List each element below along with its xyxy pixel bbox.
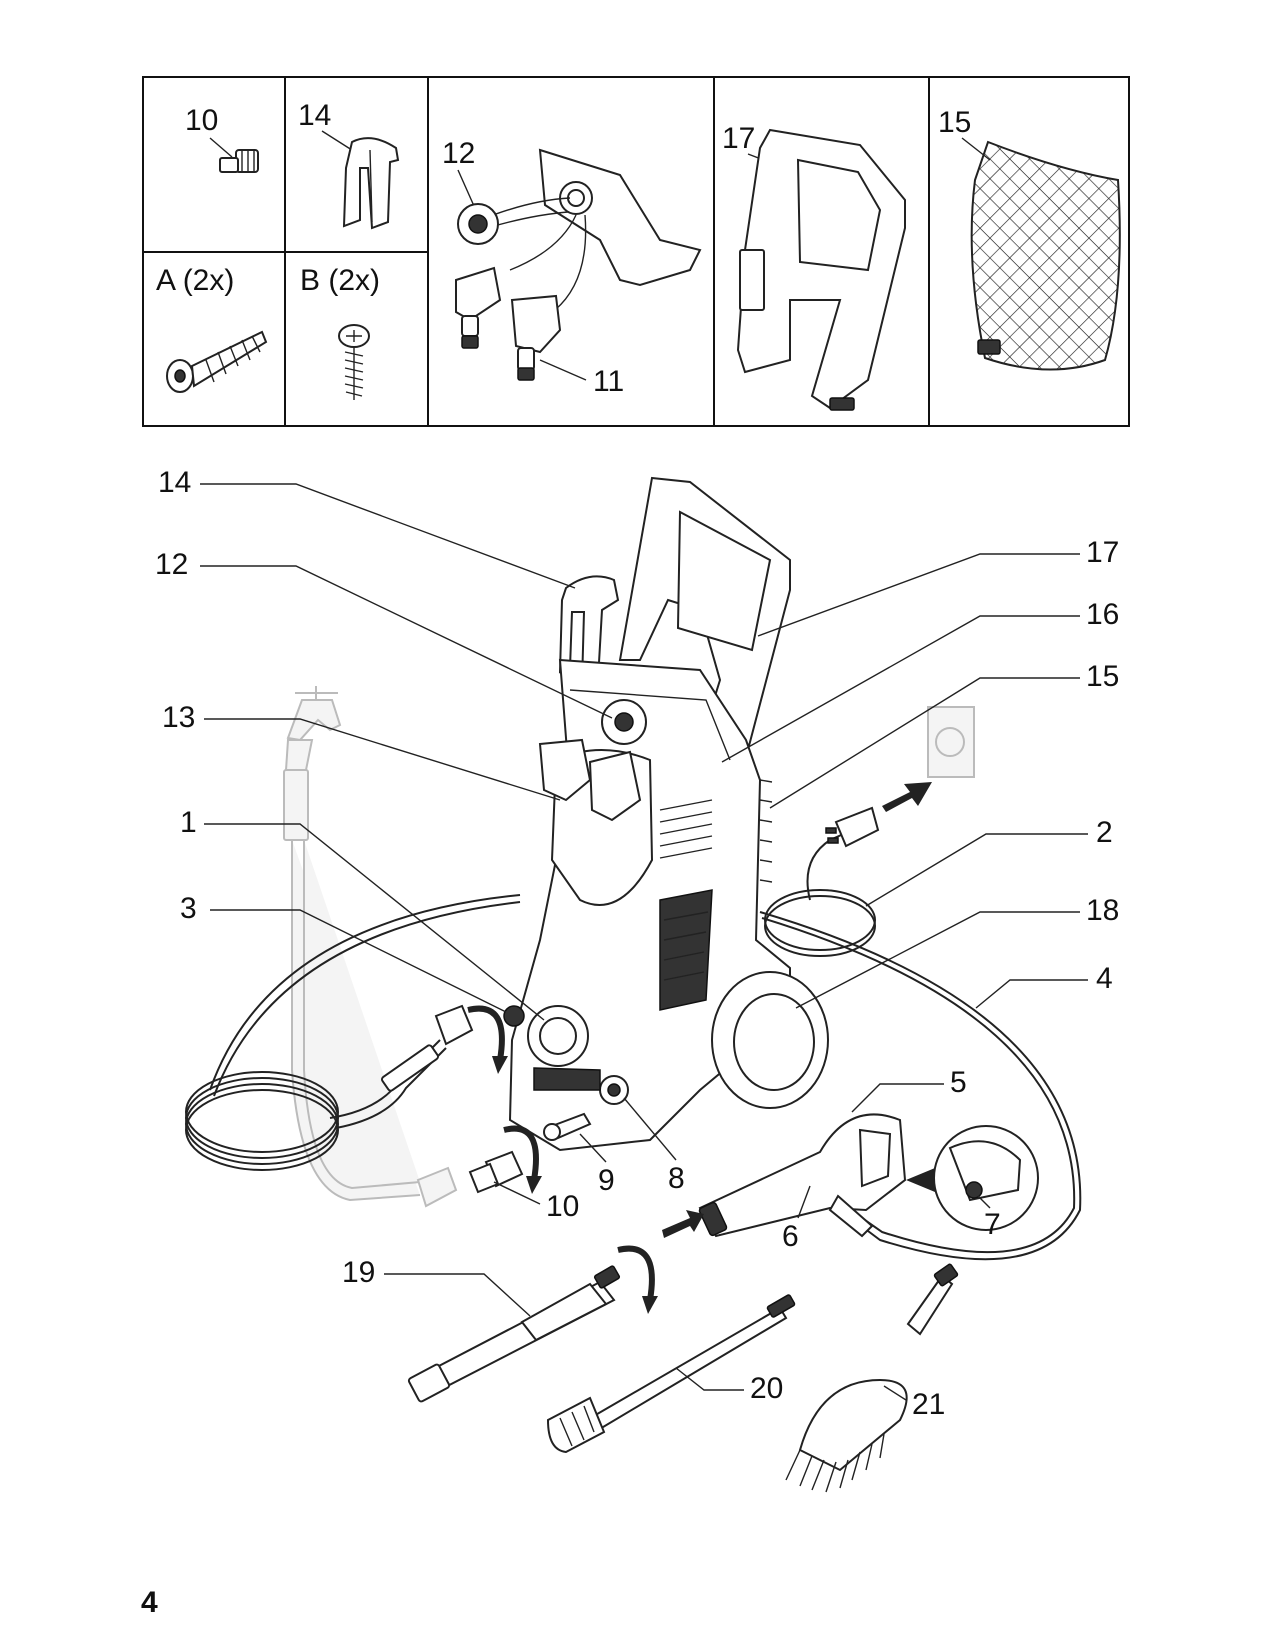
callout-7: 7 bbox=[984, 1208, 1001, 1241]
spray-lance-icon bbox=[407, 1265, 621, 1403]
box-label-A: A (2x) bbox=[156, 264, 234, 297]
callout-10: 10 bbox=[546, 1190, 579, 1223]
main-illustration bbox=[185, 476, 1082, 1493]
plug-in-arrow-icon bbox=[882, 782, 932, 812]
callout-2: 2 bbox=[1096, 816, 1113, 849]
callout-4: 4 bbox=[1096, 962, 1113, 995]
adapter-assembled-icon bbox=[468, 1150, 524, 1194]
callout-6: 6 bbox=[782, 1220, 799, 1253]
callouts: 14 12 13 1 3 17 16 15 2 18 4 5 7 6 9 8 1… bbox=[155, 466, 1119, 1421]
insert-arrow-icon bbox=[662, 1210, 704, 1238]
box-label-12: 12 bbox=[442, 137, 475, 170]
callout-9: 9 bbox=[598, 1164, 615, 1197]
adapter-part-icon bbox=[219, 149, 259, 173]
box-label-17: 17 bbox=[722, 122, 755, 155]
callout-14: 14 bbox=[158, 466, 191, 499]
box-label-10: 10 bbox=[185, 104, 218, 137]
callout-15: 15 bbox=[1086, 660, 1119, 693]
high-pressure-hose bbox=[185, 894, 1082, 1261]
net-bag-clip bbox=[977, 339, 1001, 355]
callout-12: 12 bbox=[155, 548, 188, 581]
nozzle-holder-part-icon bbox=[455, 148, 702, 381]
callout-17: 17 bbox=[1086, 536, 1119, 569]
wash-brush-icon bbox=[785, 1263, 959, 1493]
rotate-arrow-icon bbox=[467, 1005, 658, 1314]
box-label-11: 11 bbox=[593, 365, 624, 398]
spray-gun-icon bbox=[662, 1113, 1039, 1238]
wall-socket-icon bbox=[927, 706, 975, 778]
callout-8: 8 bbox=[668, 1162, 685, 1195]
callout-18: 18 bbox=[1086, 894, 1119, 927]
water-tap-icon bbox=[283, 686, 458, 1208]
power-cable bbox=[764, 706, 975, 957]
holder-part-icon bbox=[342, 137, 400, 230]
box-label-B: B (2x) bbox=[300, 264, 380, 297]
callout-19: 19 bbox=[342, 1256, 375, 1289]
parts-box: 10 14 12 bbox=[142, 76, 1130, 427]
screw-icon bbox=[338, 324, 370, 400]
dirt-blaster-icon bbox=[546, 1294, 796, 1454]
pressure-washer-body bbox=[503, 476, 829, 1152]
page-number: 4 bbox=[141, 1586, 158, 1619]
callout-13: 13 bbox=[162, 701, 195, 734]
box-label-15: 15 bbox=[938, 106, 971, 139]
box-label-14: 14 bbox=[298, 99, 331, 132]
wall-plug-icon bbox=[166, 330, 268, 393]
callout-16: 16 bbox=[1086, 598, 1119, 631]
handle-part-icon bbox=[736, 128, 906, 411]
callout-20: 20 bbox=[750, 1372, 783, 1405]
net-bag-part-icon bbox=[970, 140, 1121, 371]
callout-3: 3 bbox=[180, 892, 197, 925]
callout-5: 5 bbox=[950, 1066, 967, 1099]
callout-21: 21 bbox=[912, 1388, 945, 1421]
callout-1: 1 bbox=[180, 806, 197, 839]
